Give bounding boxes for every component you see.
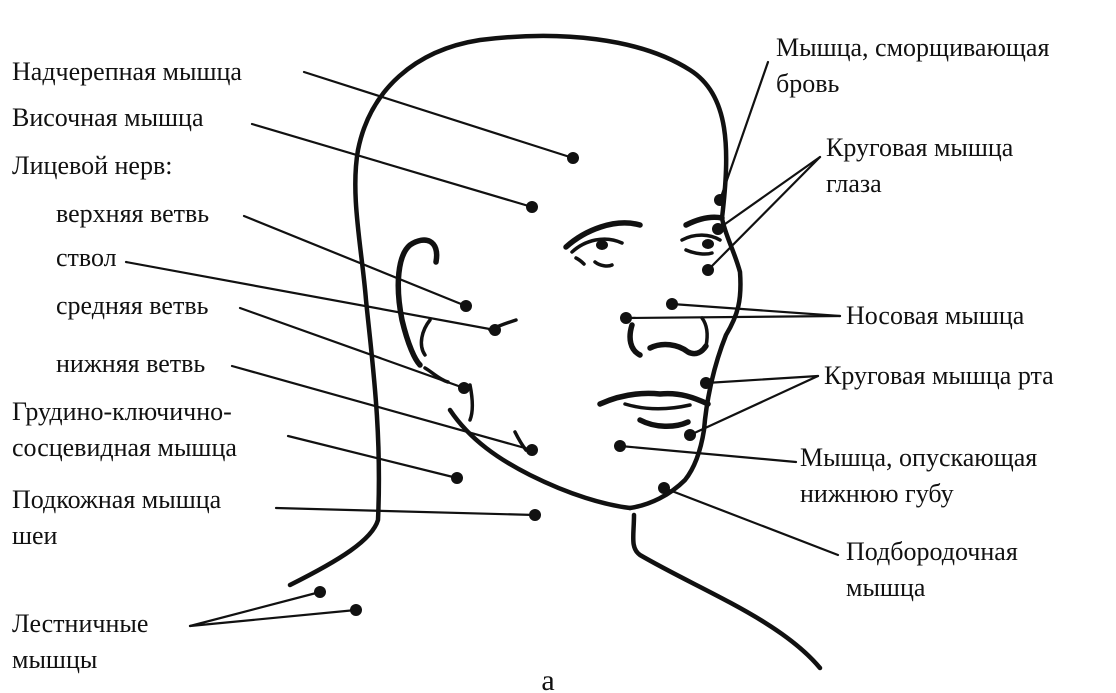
dot-lestnichnye-2 [350,604,362,616]
labels-right: Мышца, сморщивающая бровь Круговая мышца… [776,33,1054,602]
dot-krug-rta-2 [684,429,696,441]
face-outline-front [630,218,740,508]
label-stvol: ствол [56,243,117,272]
label-podkozhnaya-line1: Подкожная мышца [12,485,222,514]
nose-bridge-mark [576,258,584,264]
leader-nosovaya-1 [672,304,840,316]
label-opusk-line1: Мышца, опускающая [800,443,1037,472]
label-litsevoy-nerv: Лицевой нерв: [12,151,172,180]
dot-krug-glaza-1 [712,223,724,235]
ear-outline [398,240,436,365]
dot-visochnaya [526,201,538,213]
figure-caption: а [541,664,554,693]
label-opusk-line2: нижнюю губу [800,479,954,508]
dot-podkozhnaya [529,509,541,521]
dot-nadcherepnaya [567,152,579,164]
right-eye-upper [682,235,720,240]
label-krug-rta: Круговая мышца рта [824,361,1054,390]
right-eye-lower [686,250,712,254]
leader-visochnaya [252,124,532,207]
label-krug-glaza-line2: глаза [826,169,882,198]
jaw-outline [450,410,630,508]
leader-lestnichnye-2 [190,610,356,626]
dot-lestnichnye-1 [314,586,326,598]
leader-nadcherepnaya [304,72,573,158]
head-outline-back [290,36,726,585]
label-nosovaya: Носовая мышца [846,301,1025,330]
leader-lines [126,62,840,626]
leader-opusk [620,446,796,462]
dot-nosovaya-1 [666,298,678,310]
leader-grudino [288,436,457,478]
lower-lip [640,420,688,426]
dot-srednyaya [458,382,470,394]
dot-podborod [658,482,670,494]
dot-opusk [614,440,626,452]
ear-inner [421,320,430,355]
dot-grudino [451,472,463,484]
dot-verkhnyaya [460,300,472,312]
dot-smorsch [714,194,726,206]
label-grudino-line2: сосцевидная мышца [12,433,237,462]
dot-nosovaya-2 [620,312,632,324]
left-eye-lower [595,262,612,266]
leader-krug-glaza-1 [718,157,820,229]
label-srednyaya-vetv: средняя ветвь [56,291,209,320]
label-krug-glaza-line1: Круговая мышца [826,133,1014,162]
label-podborod-line2: мышца [846,573,926,602]
nose-left-ala [630,325,640,355]
nose-bottom [650,345,706,354]
label-grudino-line1: Грудино-ключично- [12,397,232,426]
right-eye-pupil [702,239,714,249]
label-smorsch-line2: бровь [776,69,840,98]
dot-nizhnyaya [526,444,538,456]
label-lestnichnye-line2: мышцы [12,645,97,674]
mouth-line [625,404,690,409]
label-podborod-line1: Подбородочная [846,537,1018,566]
cheek-crease [470,385,472,420]
label-podkozhnaya-line2: шеи [12,521,58,550]
label-nadcherepnaya: Надчерепная мышца [12,57,242,86]
leader-podkozhnaya [276,508,535,515]
leader-nizhnyaya [232,366,532,450]
label-nizhnyaya-vetv: нижняя ветвь [56,349,205,378]
leader-lestnichnye-1 [190,592,320,626]
upper-lip [600,393,708,404]
nose-right-ala [702,318,707,346]
left-eye-pupil [596,240,608,250]
leader-krug-rta-1 [706,376,818,383]
labels-left: Надчерепная мышца Височная мышца Лицевой… [12,57,242,674]
dot-krug-rta-1 [700,377,712,389]
label-lestnichnye-line1: Лестничные [12,609,148,638]
leader-smorsch [720,62,768,200]
label-visochnaya: Височная мышца [12,103,204,132]
head-drawing [290,36,820,668]
leader-nosovaya-2 [626,316,840,318]
dot-stvol [489,324,501,336]
label-verkhnyaya-vetv: верхняя ветвь [56,199,209,228]
leader-verkhnyaya [244,216,466,306]
label-smorsch-line1: Мышца, сморщивающая [776,33,1049,62]
dot-krug-glaza-2 [702,264,714,276]
